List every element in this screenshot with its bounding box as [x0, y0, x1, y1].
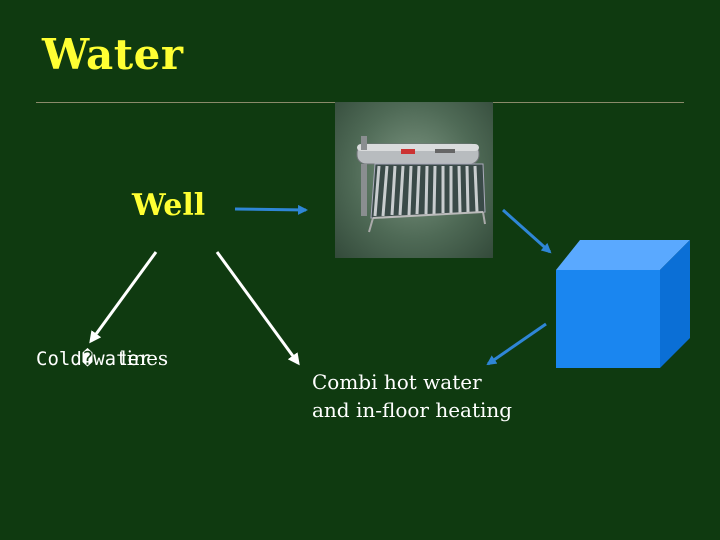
arrow-well-to-combi: [215, 251, 300, 366]
arrow-tank-to-combi: [486, 322, 547, 366]
cold-water-lines-label: Cold�waterlines: [36, 346, 168, 370]
solar-water-heater-image: [335, 102, 493, 258]
combi-label: Combi hot water and in-floor heating: [312, 368, 512, 424]
arrow-solar-to-tank: [502, 208, 552, 254]
tank-cube: [556, 240, 690, 368]
slide-title: Water: [42, 30, 184, 79]
solar-panel-drawing: [356, 136, 486, 233]
arrow-well-to-solar: [234, 204, 308, 215]
combi-line-2: and in-floor heating: [312, 398, 513, 422]
combi-line-1: Combi hot water: [312, 370, 482, 394]
cold-water-text: Cold�water: [36, 348, 151, 370]
arrow-well-to-cold-lines: [89, 251, 158, 344]
lines-text: lines: [120, 346, 169, 370]
well-label: Well: [132, 188, 206, 223]
